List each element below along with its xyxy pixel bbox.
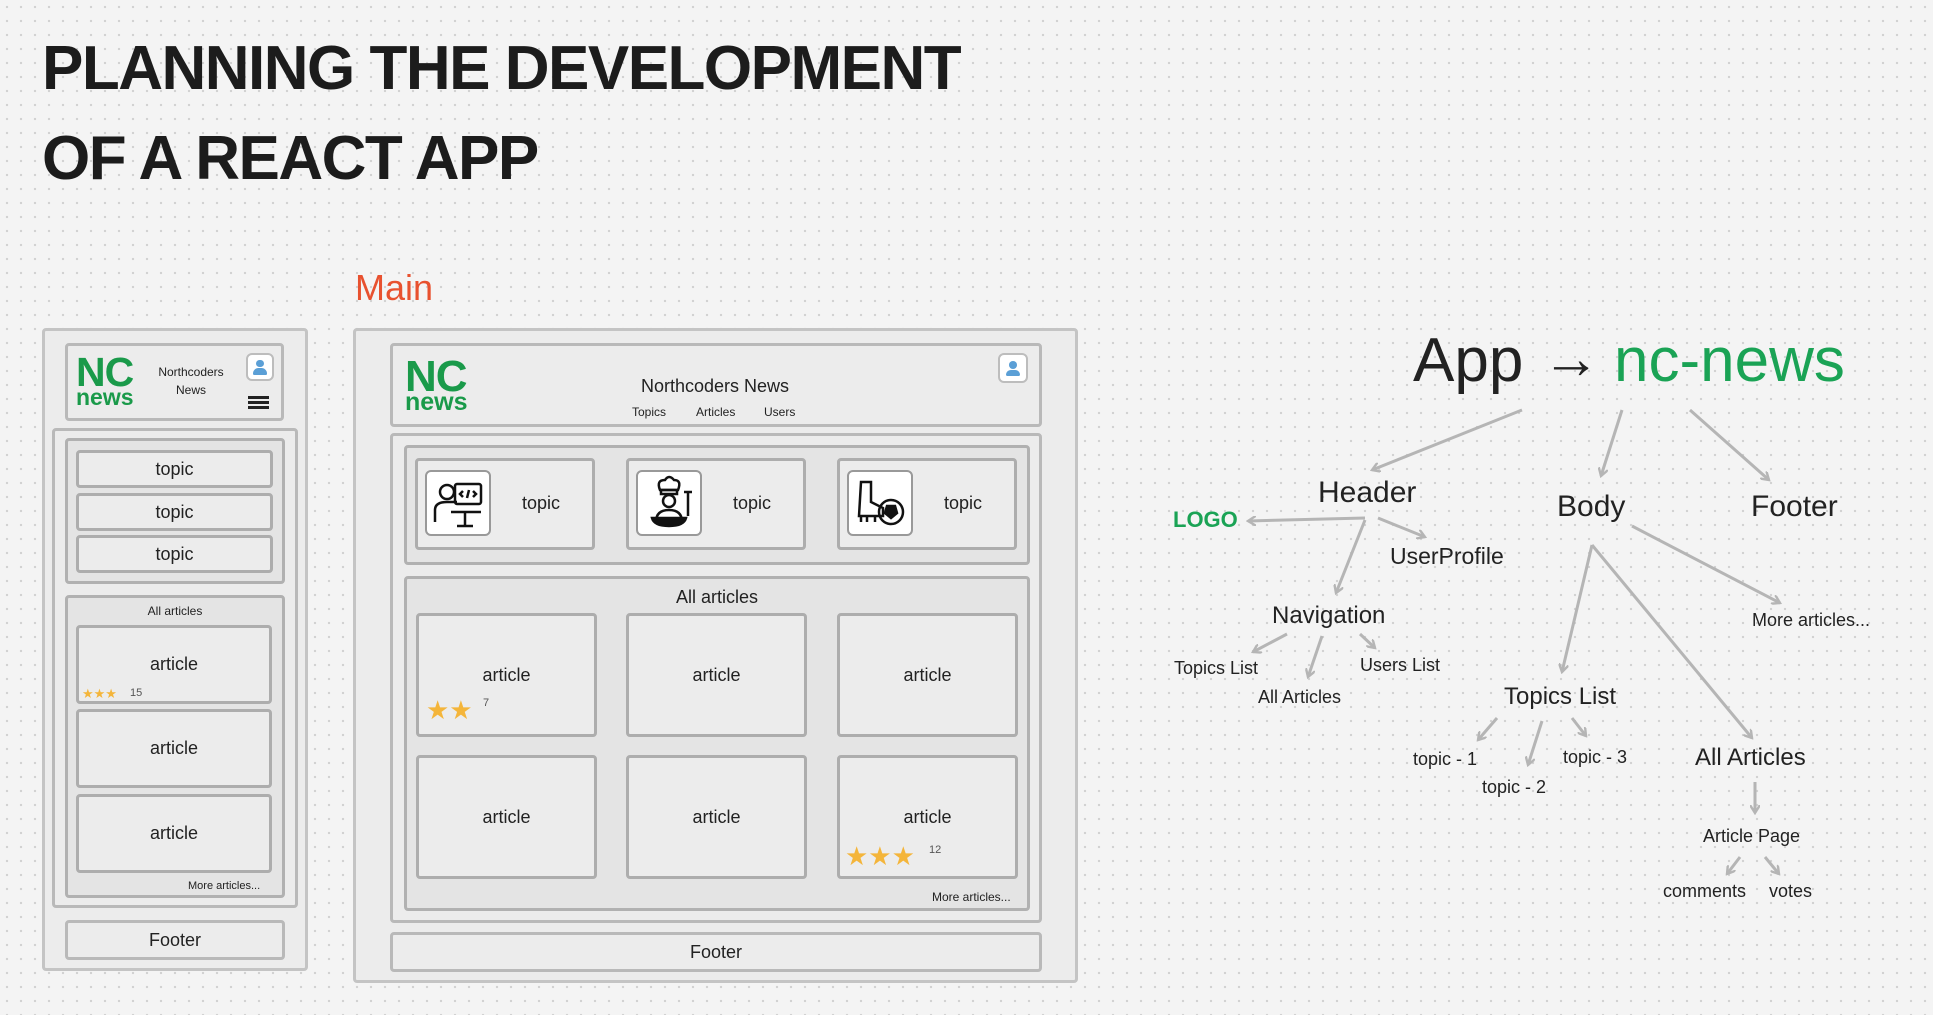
coder-icon bbox=[425, 470, 491, 536]
mobile-article-2[interactable]: article bbox=[76, 709, 272, 788]
tree-header: Header bbox=[1318, 476, 1417, 509]
desktop-article-5[interactable]: article bbox=[626, 755, 807, 879]
main-label: Main bbox=[355, 267, 434, 308]
mobile-topic-2[interactable]: topic bbox=[76, 493, 273, 531]
mobile-logo-news: news bbox=[76, 384, 134, 410]
tree-more-articles: More articles... bbox=[1752, 610, 1871, 630]
tree-body: Body bbox=[1557, 490, 1626, 523]
desktop-site-name: Northcoders News bbox=[640, 376, 790, 396]
mobile-user-avatar-icon[interactable] bbox=[246, 353, 274, 381]
tree-topic-3: topic - 3 bbox=[1563, 747, 1628, 767]
mobile-site-name-1: Northcoders bbox=[158, 365, 224, 379]
mobile-more-articles-link[interactable]: More articles... bbox=[188, 880, 261, 892]
tree-article-page: Article Page bbox=[1703, 826, 1801, 846]
tree-user-profile: UserProfile bbox=[1390, 543, 1504, 569]
nav-topics-link[interactable]: Topics bbox=[632, 405, 667, 419]
desktop-article-6[interactable]: article bbox=[837, 755, 1018, 879]
mobile-topic-1[interactable]: topic bbox=[76, 450, 273, 488]
tree-app: App bbox=[1413, 326, 1524, 395]
tree-topics-list-nav: Topics List bbox=[1174, 658, 1259, 678]
desktop-article-4[interactable]: article bbox=[416, 755, 597, 879]
desktop-all-articles-heading: All articles bbox=[675, 587, 759, 607]
desktop-topic-2-label: topic bbox=[733, 493, 772, 513]
chef-icon bbox=[636, 470, 702, 536]
desktop-header bbox=[390, 343, 1042, 427]
desktop-logo-nc: NC bbox=[405, 352, 468, 401]
mobile-article-1-count: 15 bbox=[130, 687, 143, 699]
desktop-footer: Footer bbox=[390, 932, 1042, 972]
mobile-site-name-2: News bbox=[175, 383, 206, 397]
tree-logo: LOGO bbox=[1173, 507, 1238, 532]
page-title-line2: OF A REACT APP bbox=[42, 124, 539, 193]
mobile-all-articles-heading: All articles bbox=[147, 604, 203, 618]
mobile-article-3[interactable]: article bbox=[76, 794, 272, 873]
page-title-line1: PLANNING THE DEVELOPMENT bbox=[42, 34, 962, 103]
desktop-article-1-count: 7 bbox=[483, 697, 490, 709]
mobile-footer: Footer bbox=[65, 920, 285, 960]
desktop-more-articles-link[interactable]: More articles... bbox=[932, 890, 1011, 904]
desktop-user-avatar-icon[interactable] bbox=[998, 353, 1028, 383]
tree-project-name: nc-news bbox=[1614, 326, 1845, 395]
desktop-article-1-stars: ★★ bbox=[426, 695, 473, 725]
tree-footer: Footer bbox=[1751, 490, 1838, 523]
tree-topic-1: topic - 1 bbox=[1413, 749, 1478, 769]
tree-all-articles: All Articles bbox=[1695, 744, 1806, 771]
tree-votes: votes bbox=[1769, 881, 1813, 901]
desktop-article-3[interactable]: article bbox=[837, 613, 1018, 737]
tree-comments: comments bbox=[1663, 881, 1747, 901]
hamburger-menu-icon[interactable] bbox=[248, 396, 269, 410]
mobile-topic-3[interactable]: topic bbox=[76, 535, 273, 573]
tree-topics-list: Topics List bbox=[1504, 683, 1617, 710]
desktop-topic-3-label: topic bbox=[944, 493, 983, 513]
tree-users-list: Users List bbox=[1360, 655, 1441, 675]
mobile-article-1[interactable]: article bbox=[76, 625, 272, 704]
tree-navigation: Navigation bbox=[1272, 602, 1386, 629]
tree-arrow: → bbox=[1542, 326, 1600, 391]
desktop-article-1[interactable]: article bbox=[416, 613, 597, 737]
mobile-article-1-stars: ★★★ bbox=[82, 686, 117, 701]
nav-articles-link[interactable]: Articles bbox=[696, 405, 736, 419]
desktop-article-2[interactable]: article bbox=[626, 613, 807, 737]
tree-topic-2: topic - 2 bbox=[1482, 777, 1547, 797]
nav-users-link[interactable]: Users bbox=[764, 405, 796, 419]
desktop-article-6-stars: ★★★ bbox=[845, 841, 915, 871]
mobile-logo-nc: NC bbox=[76, 349, 134, 395]
desktop-article-6-count: 12 bbox=[929, 844, 942, 856]
tree-all-articles-nav: All Articles bbox=[1258, 687, 1342, 707]
football-icon bbox=[847, 470, 913, 536]
desktop-topic-1-label: topic bbox=[522, 493, 561, 513]
desktop-logo-news: news bbox=[405, 388, 468, 416]
